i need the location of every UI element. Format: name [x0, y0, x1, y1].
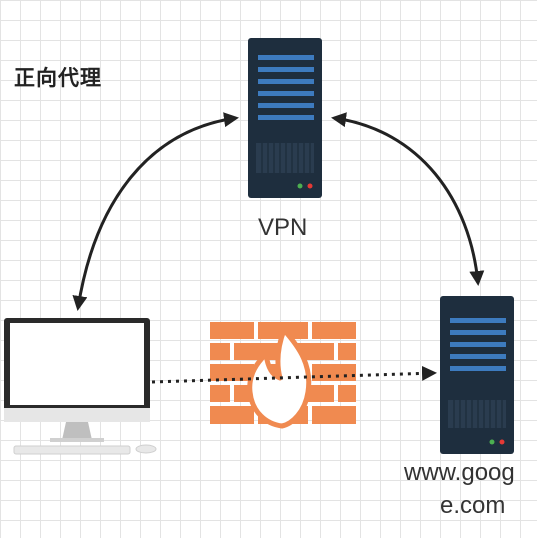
vpn-server-icon — [248, 38, 322, 198]
desktop-computer-icon — [4, 318, 157, 455]
vpn-label: VPN — [258, 214, 308, 241]
firewall-icon — [210, 322, 356, 429]
target-label-line2: e.com — [440, 492, 506, 519]
client-vpn-arrow — [72, 112, 239, 311]
target-server-icon — [440, 296, 514, 454]
target-label-line1: www.goog — [404, 459, 515, 486]
vpn-target-arrow — [331, 112, 485, 286]
target-server-label: www.goog e.com — [404, 456, 534, 522]
page-title: 正向代理 — [14, 66, 102, 90]
